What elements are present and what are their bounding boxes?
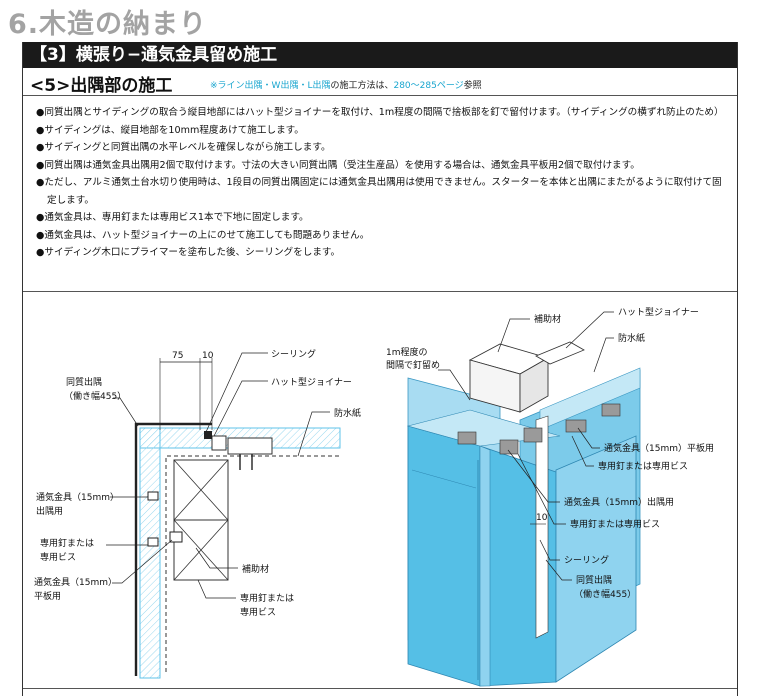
iso-label-nail-spacing: 1m程度の <box>386 346 428 358</box>
plan-sealing-mark <box>204 431 212 439</box>
plan-corner-fitting <box>147 491 159 501</box>
plan-corner-piece <box>134 422 212 676</box>
subsection-header: <5>出隅部の施工 ※ライン出隅・W出隅・L出隅の施工方法は、280〜285ペー… <box>22 70 738 96</box>
plan-label-aux: 補助材 <box>242 563 269 575</box>
plan-flat-fitting <box>169 531 183 543</box>
plan-label-fitting-corner-2: 出隅用 <box>36 505 63 517</box>
plan-dim-10: 10 <box>202 351 214 361</box>
plan-section-diagram: 75 10 シーリング ハット型ジョイナー 防水紙 同質出隅 （働き幅455） … <box>34 348 361 679</box>
iso-label-hat-joiner: ハット型ジョイナー <box>618 307 699 318</box>
plan-label-fitting-corner: 通気金具（15mm） <box>36 491 119 503</box>
note-colored: ※ライン出隅・W出隅・L出隅 <box>210 81 331 91</box>
plan-siding-vertical <box>139 427 161 679</box>
iso-flat-fitting <box>565 419 587 433</box>
instruction-item: ただし、アルミ通気土台水切り使用時は、1段目の同質出隅固定には通気金具出隅用は使… <box>36 174 726 209</box>
plan-dim-75: 75 <box>172 351 183 361</box>
plan-label-nail-b-2: 専用ビス <box>240 606 276 618</box>
plan-label-waterproof-paper: 防水紙 <box>334 407 361 419</box>
iso-label-nail-flat: 専用釘または専用ビス <box>598 460 688 472</box>
iso-label-fitting-corner: 通気金具（15mm）出隅用 <box>564 496 674 508</box>
frame-left <box>22 42 23 696</box>
iso-label-corner: 同質出隅 <box>576 574 612 586</box>
plan-label-corner-width: （働き幅455） <box>64 390 126 402</box>
iso-label-sealing: シーリング <box>564 554 609 566</box>
iso-dim-gap: 10 <box>536 513 548 523</box>
frame-right <box>737 42 738 696</box>
plan-label-sealing: シーリング <box>271 348 316 360</box>
plan-label-fitting-flat-2: 平板用 <box>34 590 61 602</box>
plan-label-hat-joiner: ハット型ジョイナー <box>271 377 352 388</box>
plan-label-nail: 専用釘または <box>40 537 94 549</box>
plan-label-nail-2: 専用ビス <box>40 551 76 563</box>
iso-label-nail-corner: 専用釘または専用ビス <box>570 518 660 530</box>
instruction-item: 同質出隅は通気金具出隅用2個で取付けます。寸法の大きい同質出隅（受注生産品）を使… <box>36 157 726 175</box>
note-plain: の施工方法は、 <box>330 81 394 91</box>
subsection-note: ※ライン出隅・W出隅・L出隅の施工方法は、280〜285ページ参照 <box>210 78 482 91</box>
isometric-diagram: 補助材 ハット型ジョイナー 防水紙 1m程度の 間隔で釘留め 通気金具（15mm… <box>386 307 714 687</box>
instruction-item: サイディングは、縦目地部を10mm程度あけて施工します。 <box>36 122 726 140</box>
chapter-title: 6.木造の納まり <box>8 9 208 40</box>
iso-label-corner-width: （働き幅455） <box>574 588 636 600</box>
subsection-title: <5>出隅部の施工 <box>30 76 173 96</box>
note-end: 参照 <box>463 81 482 91</box>
instruction-item: 通気金具は、専用釘または専用ビス1本で下地に固定します。 <box>36 209 726 227</box>
instruction-item: サイディングと同質出隅の水平レベルを確保しながら施工します。 <box>36 139 726 157</box>
instruction-list: 同質出隅とサイディングの取合う縦目地部にはハット型ジョイナーを取付け、1m程度の… <box>36 104 726 262</box>
iso-label-fitting-flat: 通気金具（15mm）平板用 <box>604 442 714 454</box>
iso-corner-fitting <box>457 431 477 445</box>
divider <box>22 688 738 689</box>
iso-label-waterproof-paper: 防水紙 <box>618 332 645 344</box>
divider <box>22 291 738 292</box>
instruction-item: 同質出隅とサイディングの取合う縦目地部にはハット型ジョイナーを取付け、1m程度の… <box>36 104 726 122</box>
plan-label-fitting-flat: 通気金具（15mm） <box>34 576 117 588</box>
instruction-item: 通気金具は、ハット型ジョイナーの上にのせて施工しても問題ありません。 <box>36 227 726 245</box>
plan-label-nail-b: 専用釘または <box>240 592 294 604</box>
iso-front-panel <box>407 425 481 687</box>
iso-label-aux: 補助材 <box>534 313 561 325</box>
plan-waterproof-paper <box>165 455 340 672</box>
note-pages-link[interactable]: 280〜285ページ <box>393 81 464 91</box>
instruction-item: サイディング木口にプライマーを塗布した後、シーリングをします。 <box>36 244 726 262</box>
iso-label-nail-spacing-2: 間隔で釘留め <box>386 359 440 371</box>
plan-label-corner: 同質出隅 <box>66 376 102 388</box>
section-title-bar: 【3】横張り−通気金具留め施工 <box>22 42 738 68</box>
